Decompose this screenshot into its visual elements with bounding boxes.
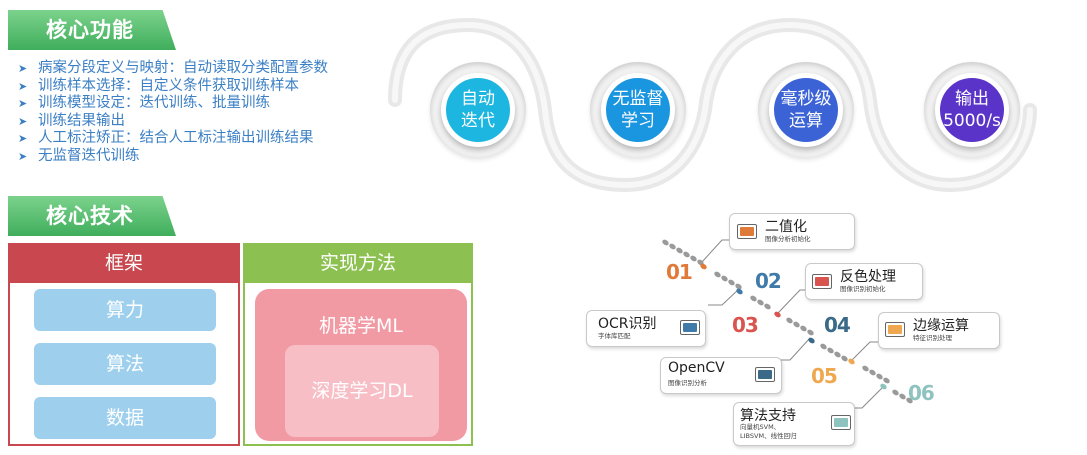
list-item: ➤病案分段定义与映射：自动读取分类配置参数 bbox=[18, 60, 328, 76]
step-subtitle: 向量机SVM、 bbox=[740, 423, 781, 431]
framework-item-data: 数据 bbox=[34, 397, 216, 439]
machine-learning-label: 机器学ML bbox=[319, 315, 403, 337]
step-title: OpenCV bbox=[668, 360, 725, 376]
screen-icon bbox=[680, 320, 700, 335]
step-subtitle: 图像分析初始化 bbox=[765, 235, 811, 243]
step-number-05: 05 bbox=[811, 364, 838, 388]
core-functions-list: ➤病案分段定义与映射：自动读取分类配置参数 ➤训练样本选择：自定义条件获取训练样… bbox=[18, 60, 328, 165]
badge-millisecond-compute: 毫秒级运算 bbox=[769, 73, 843, 147]
list-item: ➤人工标注矫正：结合人工标注输出训练结果 bbox=[18, 130, 314, 146]
step-number-03: 03 bbox=[732, 313, 759, 337]
step-number-06: 06 bbox=[908, 381, 935, 405]
step-box-edge bbox=[878, 312, 1000, 349]
framework-column-header: 框架 bbox=[8, 243, 240, 283]
step-title: 边缘运算 bbox=[913, 318, 969, 334]
step-subtitle: 图像识别分析 bbox=[668, 379, 707, 387]
method-column-header: 实现方法 bbox=[243, 243, 473, 283]
chart-icon bbox=[812, 274, 832, 289]
list-item: ➤无监督迭代训练 bbox=[18, 147, 140, 164]
step-box-opencv bbox=[660, 357, 782, 394]
step-title: 反色处理 bbox=[840, 269, 896, 285]
machine-learning-box: 机器学ML 深度学习DL bbox=[255, 289, 467, 441]
step-title: 二值化 bbox=[765, 219, 807, 235]
framework-item-compute: 算力 bbox=[34, 289, 216, 331]
arrow-right-icon: ➤ bbox=[18, 149, 28, 163]
method-column: 机器学ML 深度学习DL bbox=[243, 283, 473, 446]
step-subtitle: 特征识别处理 bbox=[913, 334, 952, 342]
step-subtitle: LIBSVM、线性回归 bbox=[740, 432, 797, 440]
edge-icon bbox=[885, 322, 905, 337]
core-tech-header: 核心技术 bbox=[8, 196, 176, 236]
arrow-right-icon: ➤ bbox=[18, 114, 28, 128]
step-number-01: 01 bbox=[666, 260, 693, 284]
code-icon bbox=[831, 415, 851, 430]
badge-unsupervised-learning: 无监督学习 bbox=[601, 73, 675, 147]
image-icon bbox=[737, 224, 757, 239]
core-functions-header: 核心功能 bbox=[8, 10, 176, 50]
list-item: ➤训练结果输出 bbox=[18, 112, 125, 129]
deep-learning-box: 深度学习DL bbox=[285, 345, 439, 437]
list-item: ➤训练样本选择：自定义条件获取训练样本 bbox=[18, 77, 299, 94]
framework-item-algorithm: 算法 bbox=[34, 343, 216, 385]
camera-icon bbox=[755, 367, 775, 382]
arrow-right-icon: ➤ bbox=[18, 97, 28, 110]
badge-auto-iterate: 自动迭代 bbox=[441, 73, 515, 147]
arrow-right-icon: ➤ bbox=[18, 62, 28, 75]
arrow-right-icon: ➤ bbox=[18, 132, 28, 145]
step-subtitle: 字体库匹配 bbox=[598, 332, 631, 340]
step-number-02: 02 bbox=[755, 269, 782, 293]
step-title: 算法支持 bbox=[740, 408, 796, 424]
arrow-right-icon: ➤ bbox=[18, 79, 28, 93]
step-number-04: 04 bbox=[824, 313, 851, 337]
framework-column: 算力 算法 数据 bbox=[8, 283, 240, 446]
step-title: OCR识别 bbox=[598, 316, 657, 332]
step-subtitle: 图像识别初始化 bbox=[840, 285, 886, 293]
list-item: ➤训练模型设定：迭代训练、批量训练 bbox=[18, 95, 270, 111]
